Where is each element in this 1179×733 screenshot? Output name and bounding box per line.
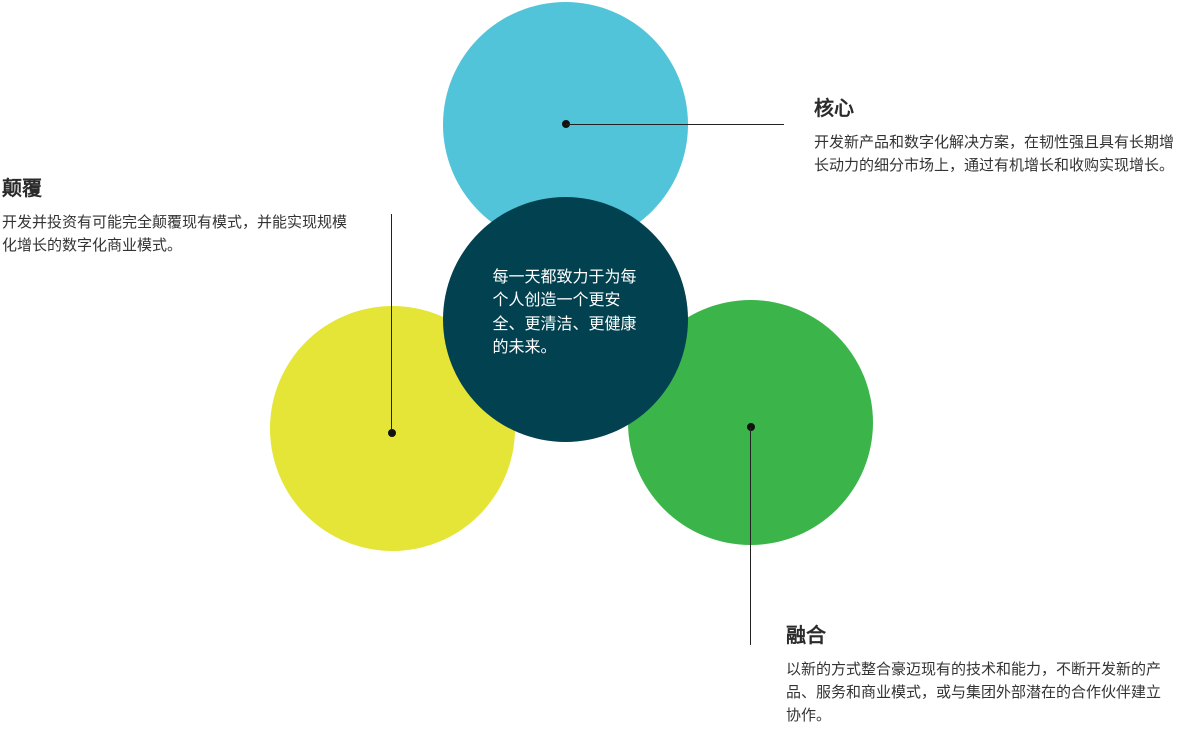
center-mission-text: 每一天都致力于为每个人创造一个更安全、更清洁、更健康的未来。 bbox=[492, 266, 637, 357]
fusion-description: 以新的方式整合豪迈现有的技术和能力，不断开发新的产品、服务和商业模式，或与集团外… bbox=[786, 660, 1162, 724]
disrupt-title: 颠覆 bbox=[2, 176, 42, 200]
center-circle: 每一天都致力于为每个人创造一个更安全、更清洁、更健康的未来。 bbox=[443, 197, 688, 442]
fusion-connector-line bbox=[750, 427, 751, 645]
core-title: 核心 bbox=[814, 96, 854, 120]
disrupt-text-block: 颠覆 开发并投资有可能完全颠覆现有模式，并能实现规模化增长的数字化商业模式。 bbox=[2, 175, 347, 257]
core-description: 开发新产品和数字化解决方案，在韧性强且具有长期增长动力的细分市场上，通过有机增长… bbox=[814, 133, 1175, 174]
fusion-text-block: 融合 以新的方式整合豪迈现有的技术和能力，不断开发新的产品、服务和商业模式，或与… bbox=[786, 622, 1166, 727]
disrupt-connector-dot bbox=[388, 429, 396, 437]
core-connector-line bbox=[566, 123, 784, 125]
fusion-title: 融合 bbox=[786, 623, 826, 647]
disrupt-description: 开发并投资有可能完全颠覆现有模式，并能实现规模化增长的数字化商业模式。 bbox=[2, 213, 348, 254]
fusion-connector-dot bbox=[747, 423, 755, 431]
disrupt-connector-line bbox=[391, 214, 392, 433]
core-text-block: 核心 开发新产品和数字化解决方案，在韧性强且具有长期增长动力的细分市场上，通过有… bbox=[814, 95, 1176, 177]
